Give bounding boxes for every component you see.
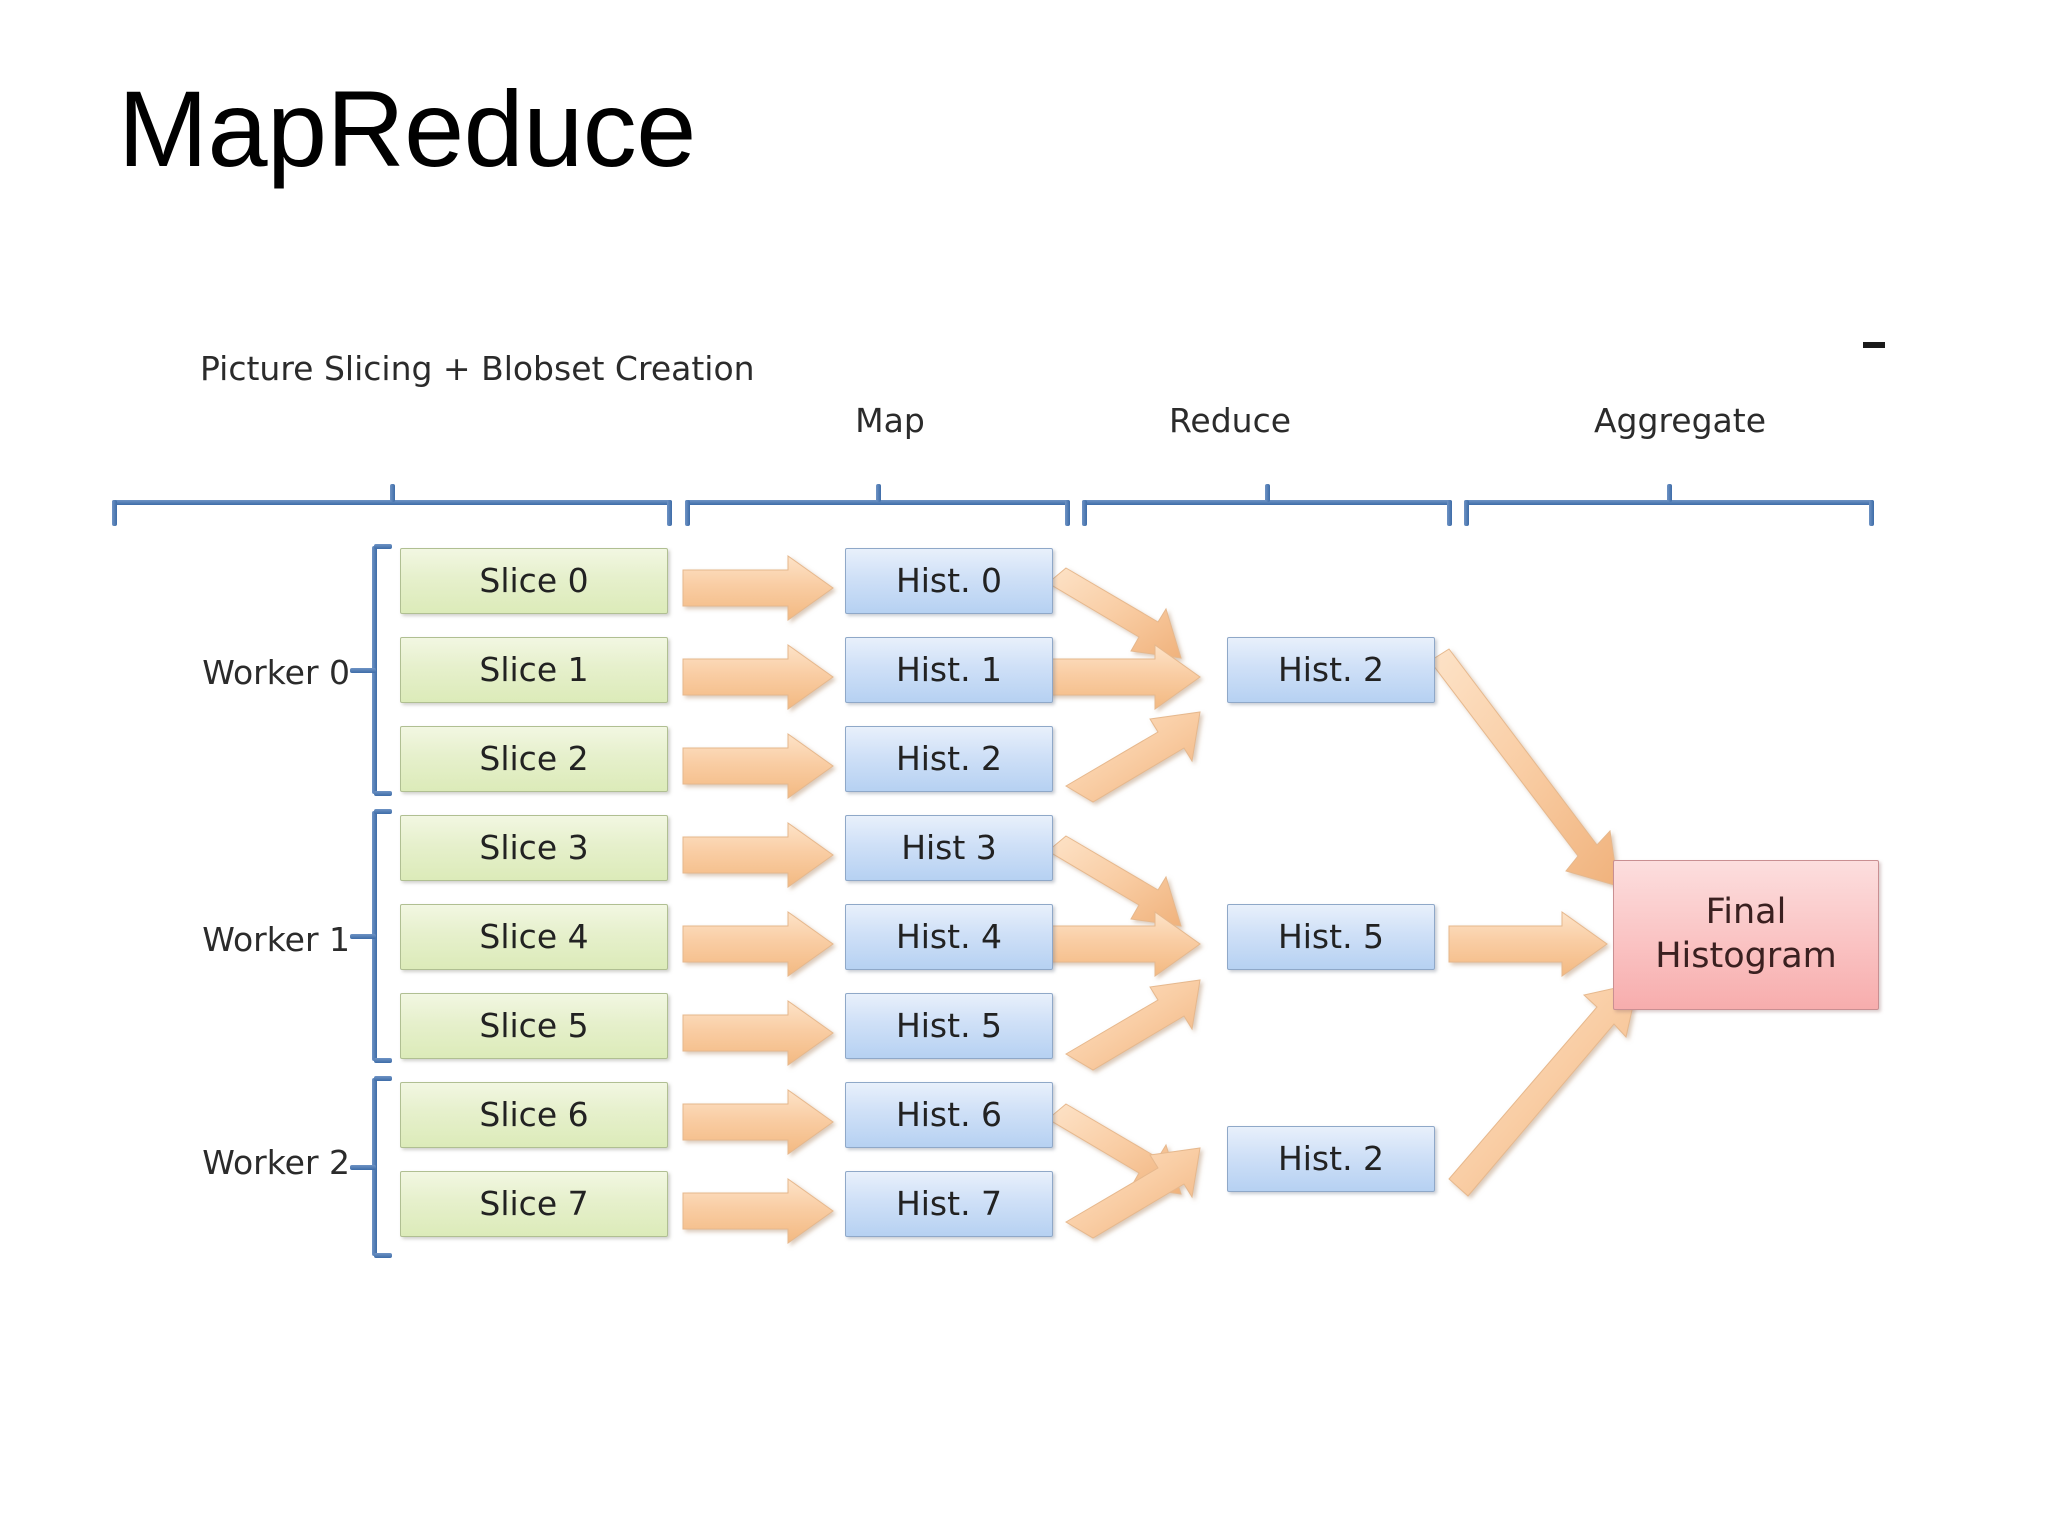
arrow-hist2-to-reduce0 [1065,711,1201,803]
arrow-slice-to-hist-3 [682,822,834,888]
arrow-slice-to-hist-2 [682,733,834,799]
arrow-hist6-to-reduce2 [1047,1103,1182,1195]
brace-arm-top [374,544,392,549]
stage-header-slicing: Picture Slicing + Blobset Creation [200,349,755,388]
bracket-tick-left [112,500,117,526]
stage-bracket-slicing [112,484,672,526]
bracket-tick-right [667,500,672,526]
worker-brace-0 [348,540,392,800]
bracket-tick-left [1464,500,1469,526]
brace-arm-bottom [374,1058,392,1063]
map-hist-box-2[interactable]: Hist. 2 [845,726,1053,792]
slice-box-4[interactable]: Slice 4 [400,904,668,970]
slice-box-6[interactable]: Slice 6 [400,1082,668,1148]
bracket-stem [1667,484,1672,502]
slice-box-5[interactable]: Slice 5 [400,993,668,1059]
slice-box-3[interactable]: Slice 3 [400,815,668,881]
slice-box-0[interactable]: Slice 0 [400,548,668,614]
bracket-stem [1265,484,1270,502]
map-hist-box-3[interactable]: Hist 3 [845,815,1053,881]
bracket-bar [1464,500,1874,505]
final-histogram-box[interactable]: Final Histogram [1613,860,1879,1010]
arrow-slice-to-hist-1 [682,644,834,710]
map-hist-box-6[interactable]: Hist. 6 [845,1082,1053,1148]
arrow-hist1-to-reduce0 [1047,644,1201,710]
map-hist-box-1[interactable]: Hist. 1 [845,637,1053,703]
bracket-tick-right [1869,500,1874,526]
arrow-reduce0-to-final [1429,648,1619,887]
stage-header-aggregate: Aggregate [1593,401,1767,440]
bracket-tick-right [1447,500,1452,526]
bracket-bar [112,500,672,505]
arrow-hist5-to-reduce1 [1065,979,1201,1071]
bracket-tick-left [685,500,690,526]
map-hist-box-5[interactable]: Hist. 5 [845,993,1053,1059]
stage-bracket-reduce [1082,484,1452,526]
bracket-bar [1082,500,1452,505]
worker-label-2: Worker 2 [202,1143,350,1182]
arrow-slice-to-hist-6 [682,1089,834,1155]
brace-arm-bottom [374,791,392,796]
arrow-slice-to-hist-4 [682,911,834,977]
arrow-reduce1-to-final [1448,911,1608,977]
map-hist-box-7[interactable]: Hist. 7 [845,1171,1053,1237]
worker-label-0: Worker 0 [202,653,350,692]
worker-label-1: Worker 1 [202,920,350,959]
arrow-hist7-to-reduce2 [1065,1147,1201,1239]
reduce-arrows-group-0 [1047,567,1201,803]
reduce-arrows-group-2 [1047,1103,1201,1239]
map-hist-box-4[interactable]: Hist. 4 [845,904,1053,970]
worker-brace-1 [348,805,392,1067]
arrow-hist4-to-reduce1 [1047,911,1201,977]
stage-bracket-map [685,484,1070,526]
slice-box-1[interactable]: Slice 1 [400,637,668,703]
brace-arm-bottom [374,1253,392,1258]
arrow-slice-to-hist-0 [682,555,834,621]
bracket-tick-left [1082,500,1087,526]
arrow-reduce2-to-final [1448,982,1639,1197]
reduce-hist-box-1[interactable]: Hist. 5 [1227,904,1435,970]
arrow-slice-to-hist-7 [682,1178,834,1244]
stage-header-reduce: Reduce [1168,401,1292,440]
bracket-tick-right [1065,500,1070,526]
stage-bracket-aggregate [1464,484,1874,526]
stage-header-map: Map [855,401,925,440]
reduce-hist-box-0[interactable]: Hist. 2 [1227,637,1435,703]
map-hist-box-0[interactable]: Hist. 0 [845,548,1053,614]
arrow-hist0-to-reduce0 [1047,567,1182,659]
reduce-hist-box-2[interactable]: Hist. 2 [1227,1126,1435,1192]
bracket-stem [390,484,395,502]
stray-dash-mark [1863,342,1885,348]
slice-box-7[interactable]: Slice 7 [400,1171,668,1237]
brace-nub [350,1165,376,1170]
brace-nub [350,934,376,939]
bracket-stem [875,484,881,502]
aggregate-arrows [1429,648,1639,1197]
page-title: MapReduce [118,68,696,189]
map-arrows [682,555,834,1244]
slice-box-2[interactable]: Slice 2 [400,726,668,792]
brace-arm-top [374,809,392,814]
worker-brace-2 [348,1072,392,1262]
arrow-slice-to-hist-5 [682,1000,834,1066]
brace-arm-top [374,1076,392,1081]
bracket-bar [685,500,1070,505]
brace-nub [350,668,376,673]
reduce-arrows-group-1 [1047,835,1201,1071]
arrow-hist3-to-reduce1 [1047,835,1182,927]
